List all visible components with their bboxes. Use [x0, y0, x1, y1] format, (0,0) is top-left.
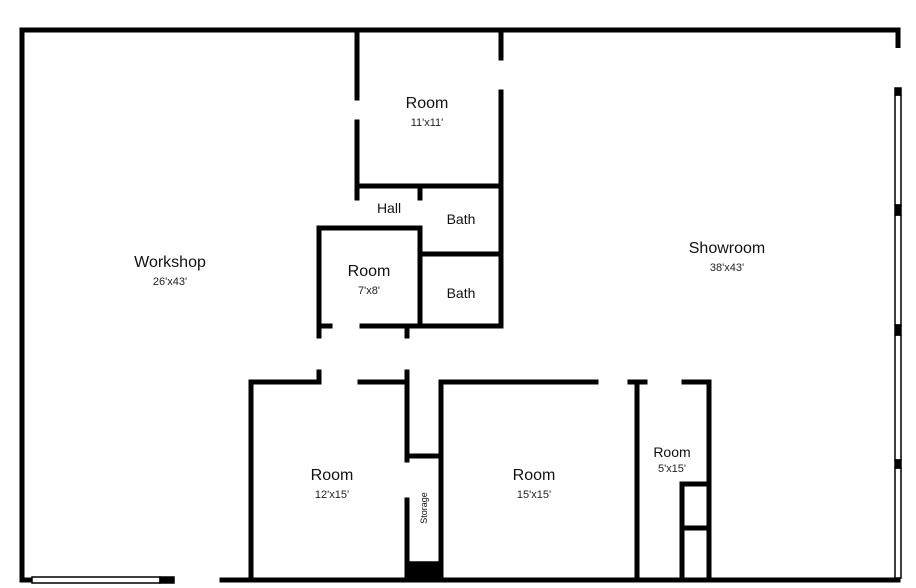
workshop-name: Workshop [134, 254, 206, 271]
room-left-bottom-dims: 12'x15' [314, 489, 350, 501]
room-top-dims: 11'x11' [410, 117, 444, 129]
window-right-3 [894, 334, 902, 461]
room-mid-bottom-dims: 15'x15' [516, 489, 552, 501]
storage-block [406, 561, 442, 581]
wall-right-pier-2 [894, 324, 902, 336]
wall-bottom-pier [159, 576, 175, 584]
hall-name: Hall [376, 200, 402, 216]
window-right-4 [894, 467, 902, 579]
room-small-name: Room [347, 263, 391, 280]
wall-right-pier-3 [894, 459, 902, 469]
workshop-dims: 26'x43' [152, 276, 188, 288]
room-right-bottom-dims: 5'x15' [657, 463, 687, 475]
bath-lower-name: Bath [446, 285, 476, 301]
room-mid-bottom-name: Room [512, 467, 556, 484]
showroom-name: Showroom [688, 240, 766, 257]
storage-name: Storage [419, 492, 429, 524]
bath-upper-name: Bath [446, 211, 476, 227]
wall-right-pier-0 [894, 87, 902, 96]
room-left-bottom-name: Room [310, 467, 354, 484]
room-right-bottom-name: Room [653, 444, 691, 460]
wall-right-pier-1 [894, 204, 902, 216]
room-small-dims: 7'x8' [358, 285, 380, 297]
window-right-1 [894, 94, 902, 206]
window-right-2 [894, 214, 902, 326]
showroom-dims: 38'x43' [709, 262, 745, 274]
window-bottom [31, 576, 161, 584]
room-top-name: Room [405, 95, 449, 112]
